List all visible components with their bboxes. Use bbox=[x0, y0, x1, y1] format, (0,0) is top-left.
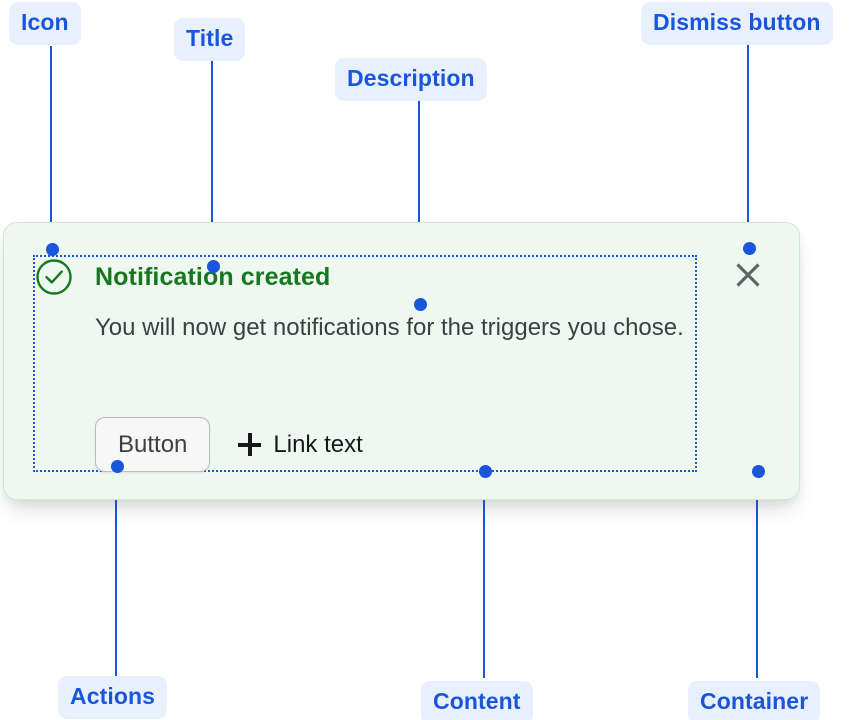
notification-description: You will now get notifications for the t… bbox=[95, 314, 684, 341]
check-circle-icon bbox=[35, 258, 73, 296]
leader-line-content bbox=[483, 471, 485, 678]
content-region-outline bbox=[33, 255, 697, 472]
annotation-label-description: Description bbox=[335, 58, 487, 101]
leader-dot-icon bbox=[45, 242, 59, 256]
action-link-label: Link text bbox=[273, 430, 363, 458]
dismiss-button[interactable] bbox=[731, 258, 765, 292]
leader-dot-actions bbox=[110, 459, 124, 473]
annotation-label-title: Title bbox=[174, 18, 246, 61]
plus-icon bbox=[238, 433, 262, 456]
leader-dot-description bbox=[413, 297, 427, 311]
leader-line-description bbox=[418, 101, 420, 304]
leader-dot-title bbox=[206, 259, 220, 273]
annotation-label-content: Content bbox=[421, 681, 533, 720]
leader-line-icon bbox=[50, 46, 52, 249]
leader-line-dismiss-button bbox=[747, 43, 749, 249]
close-icon bbox=[736, 263, 760, 287]
leader-dot-dismiss-button bbox=[742, 241, 756, 255]
annotation-label-icon: Icon bbox=[9, 2, 81, 45]
action-button[interactable]: Button bbox=[95, 417, 211, 472]
leader-line-actions bbox=[115, 466, 117, 678]
annotation-label-actions: Actions bbox=[58, 676, 168, 719]
notification-actions: Button Link text bbox=[95, 417, 363, 472]
annotation-label-dismiss-button: Dismiss button bbox=[641, 2, 833, 45]
leader-line-title bbox=[211, 61, 213, 266]
action-link[interactable]: Link text bbox=[238, 430, 363, 458]
leader-dot-container bbox=[751, 464, 765, 478]
leader-line-container bbox=[756, 471, 758, 678]
leader-dot-content bbox=[478, 464, 492, 478]
annotation-label-container: Container bbox=[688, 681, 821, 720]
